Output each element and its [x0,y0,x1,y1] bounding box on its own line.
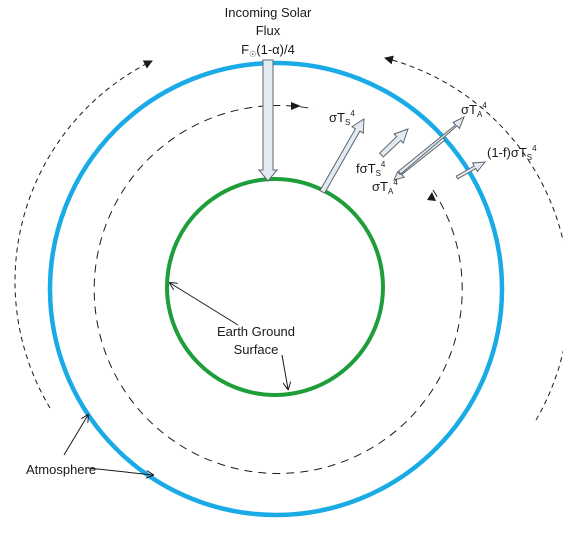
inner-arrowhead-right [427,192,436,201]
atmosphere-circle [47,60,505,518]
absorbed-flux-label: fσTS4 [356,160,386,178]
absorbed-flux-arrow [378,128,409,158]
earth-ground-label-line2: Surface [234,342,279,357]
outer-dashed-arc-right [384,55,563,421]
incoming-solar-formula: F☉(1-α)/4 [241,42,295,59]
surface-emission-arrow [319,118,365,194]
atmosphere-pointer-upper [63,415,88,456]
escaping-flux-label: (1-f)σTS4 [487,144,537,162]
atmosphere-down-arrow [393,137,446,181]
inner-arrowhead-top [291,102,301,110]
earth-ground-label-line1: Earth Ground [217,324,295,339]
atmosphere-label: Atmosphere [26,462,96,477]
inner-dashed-circle [93,105,463,474]
surface-emission-label: σTS4 [329,109,355,127]
escaping-flux-arrow [455,161,487,180]
earth-pointer-lower [281,354,288,389]
atmosphere-up-label: σTA4 [461,101,487,119]
outer-dashed-arc-left [14,60,153,409]
earth-ground-circle [165,177,385,397]
atmosphere-pointer-lower [87,467,153,475]
atmosphere-down-label: σTA4 [372,178,398,196]
incoming-solar-label-line1: Incoming Solar [225,5,312,20]
incoming-solar-label-line2: Flux [256,23,281,38]
earth-pointer-upper [170,283,239,326]
incoming-solar-arrow [257,59,279,182]
